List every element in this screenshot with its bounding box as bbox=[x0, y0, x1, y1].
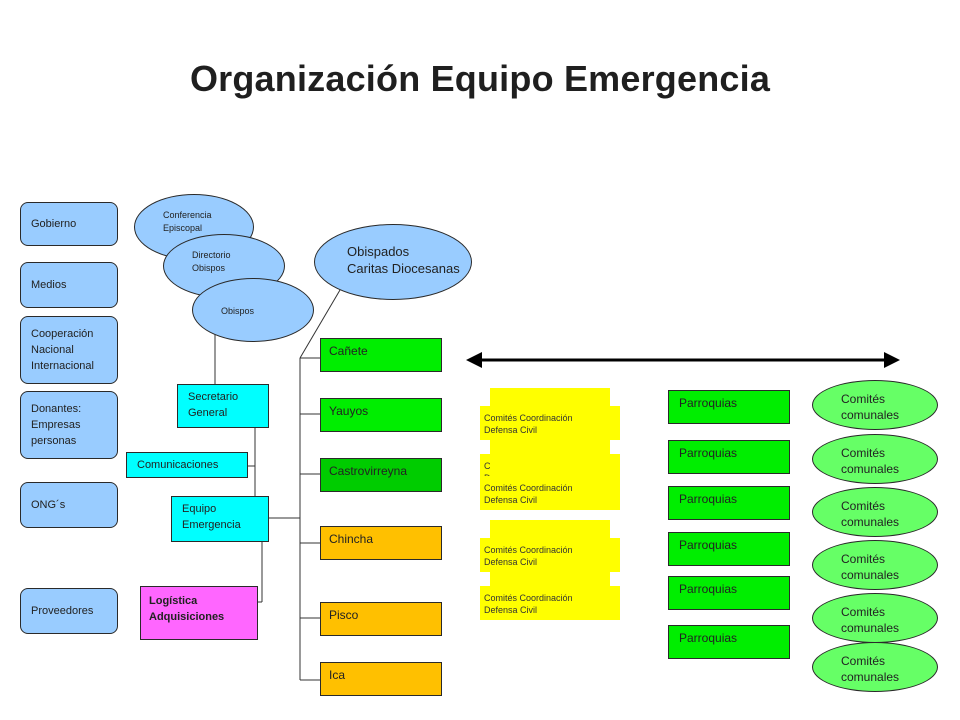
comite-coordinacion: Comités Coordinación Defensa Civil bbox=[480, 568, 620, 620]
comite-comunal: Comités comunales bbox=[812, 434, 938, 484]
comite-comunal: Comités comunales bbox=[812, 540, 938, 590]
comite-coordinacion-label: Comités Coordinación Defensa Civil bbox=[484, 483, 573, 505]
diocese-pisco: Pisco bbox=[320, 602, 442, 636]
parroquia: Parroquias bbox=[668, 390, 790, 424]
parroquia: Parroquias bbox=[668, 532, 790, 566]
stakeholder-donantes: Donantes: Empresas personas bbox=[20, 391, 118, 459]
diocese-castrovirreyna: Castrovirreyna bbox=[320, 458, 442, 492]
logistica-adquisiciones: Logística Adquisiciones bbox=[140, 586, 258, 640]
comite-coordinacion: Comités Coordinación Defensa Civil bbox=[480, 520, 620, 572]
comite-coordinacion-label: Comités Coordinación Defensa Civil bbox=[484, 593, 573, 615]
parroquia: Parroquias bbox=[668, 625, 790, 659]
stakeholder-cooperacion: Cooperación Nacional Internacional bbox=[20, 316, 118, 384]
comunicaciones: Comunicaciones bbox=[126, 452, 248, 478]
comite-coordinacion: Comités Coordinación Defensa Civil bbox=[480, 458, 620, 510]
comite-coordinacion-label: Comités Coordinación Defensa Civil bbox=[484, 413, 573, 435]
secretario-general: Secretario General bbox=[177, 384, 269, 428]
comite-coordinacion-label: Comités Coordinación Defensa Civil bbox=[484, 545, 573, 567]
equipo-emergencia: Equipo Emergencia bbox=[171, 496, 269, 542]
stakeholder-ongs: ONG´s bbox=[20, 482, 118, 528]
comite-comunal: Comités comunales bbox=[812, 593, 938, 643]
diocese-chincha: Chincha bbox=[320, 526, 442, 560]
parroquia: Parroquias bbox=[668, 440, 790, 474]
page-title: Organización Equipo Emergencia bbox=[189, 58, 771, 99]
comite-comunal: Comités comunales bbox=[812, 380, 938, 430]
obispos: Obispos bbox=[192, 278, 314, 342]
stakeholder-gobierno: Gobierno bbox=[20, 202, 118, 246]
diocese-canete: Cañete bbox=[320, 338, 442, 372]
diocese-ica: Ica bbox=[320, 662, 442, 696]
stakeholder-proveedores: Proveedores bbox=[20, 588, 118, 634]
parroquia: Parroquias bbox=[668, 576, 790, 610]
comite-coordinacion: Comités Coordinación Defensa Civil bbox=[480, 388, 620, 440]
parroquia: Parroquias bbox=[668, 486, 790, 520]
comite-comunal: Comités comunales bbox=[812, 642, 938, 692]
obispados-caritas: Obispados Caritas Diocesanas bbox=[314, 224, 472, 300]
diocese-yauyos: Yauyos bbox=[320, 398, 442, 432]
comite-comunal: Comités comunales bbox=[812, 487, 938, 537]
stakeholder-medios: Medios bbox=[20, 262, 118, 308]
